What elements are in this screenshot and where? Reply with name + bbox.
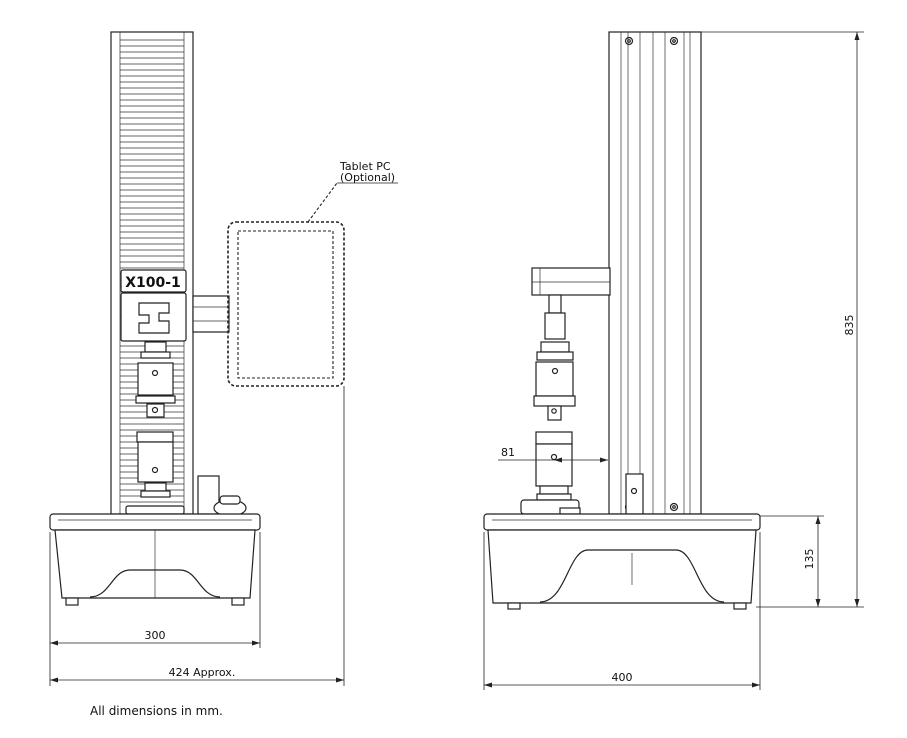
tablet-pc-outline — [227, 221, 345, 387]
crosshead-arm — [531, 267, 611, 296]
side-view: 81 835 135 400 — [483, 31, 864, 690]
tablet-leader — [307, 182, 338, 223]
side-upper-grip — [535, 361, 574, 397]
tablet-mount-arm — [192, 295, 230, 333]
side-lower-grip — [535, 443, 573, 487]
tablet-label-line1: Tablet PC — [339, 160, 391, 173]
model-badge: X100-1 — [125, 275, 181, 291]
dim-135: 135 — [803, 549, 816, 570]
model-badge-box — [120, 269, 187, 293]
side-column — [608, 31, 702, 515]
dim-81: 81 — [501, 446, 515, 459]
footnote: All dimensions in mm. — [90, 704, 223, 718]
front-view: X100-1 Tablet P — [49, 31, 398, 686]
tablet-pc-screen — [237, 230, 334, 379]
dim-835: 835 — [843, 315, 856, 336]
lower-grip — [137, 441, 174, 483]
dim-300: 300 — [145, 629, 166, 642]
side-base-top — [483, 513, 761, 531]
dim-400: 400 — [612, 671, 633, 684]
load-cell — [120, 292, 187, 342]
front-base-top — [49, 513, 261, 531]
dim-424: 424 Approx. — [169, 666, 236, 679]
side-base-body — [487, 529, 757, 604]
tablet-label-line2: (Optional) — [340, 171, 395, 184]
upper-grip — [137, 362, 174, 396]
